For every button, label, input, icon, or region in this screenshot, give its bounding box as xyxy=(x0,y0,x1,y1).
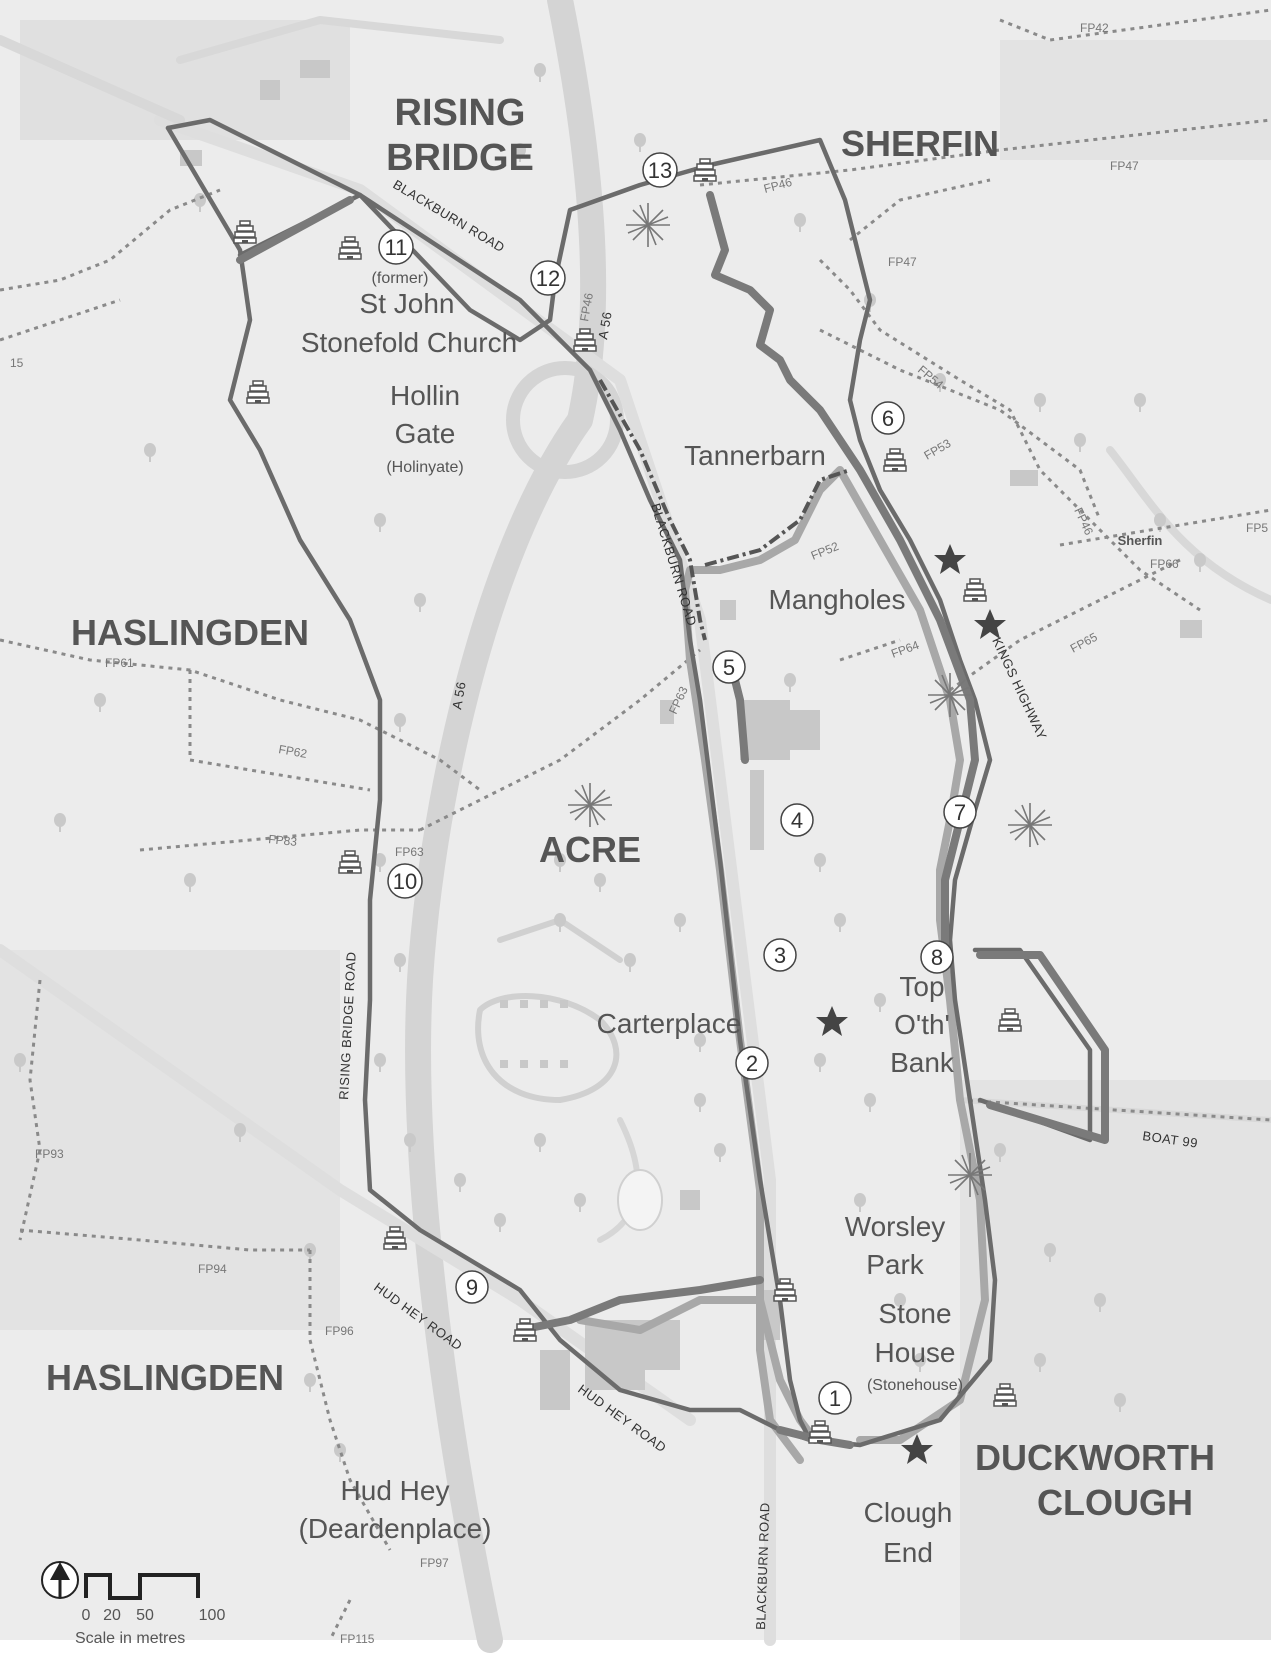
label-fp93: FP93 xyxy=(35,1147,64,1161)
label-holinyate: (Holinyate) xyxy=(386,459,463,476)
checkpoint-8: 8 xyxy=(920,940,954,974)
label-stonehouse: (Stonehouse) xyxy=(867,1377,963,1394)
area-names: RISING BRIDGE SHERFIN HASLINGDEN HASLING… xyxy=(46,92,1215,1523)
svg-text:9: 9 xyxy=(466,1275,478,1300)
checkpoint-9: 9 xyxy=(455,1270,489,1304)
checkpoint-2: 2 xyxy=(735,1046,769,1080)
label-mangholes: Mangholes xyxy=(769,584,906,615)
label-acre: ACRE xyxy=(539,829,641,870)
svg-text:2: 2 xyxy=(746,1051,758,1076)
label-fp61: FP61 xyxy=(105,656,134,670)
label-sherfin: SHERFIN xyxy=(841,123,999,164)
north-arrow-icon xyxy=(41,1561,79,1599)
label-rising: RISING xyxy=(395,92,526,134)
label-sherfin-small: Sherfin xyxy=(1118,533,1163,548)
label-fp42: FP42 xyxy=(1080,21,1109,35)
label-former: (former) xyxy=(372,270,429,287)
checkpoint-12: 12 xyxy=(530,260,566,296)
label-haslingden-low: HASLINGDEN xyxy=(46,1357,284,1398)
label-st-john: St John xyxy=(360,288,455,319)
scale-tick-100: 100 xyxy=(199,1607,226,1624)
label-haslingden-mid: HASLINGDEN xyxy=(71,612,309,653)
label-a56-top: A 56 xyxy=(595,310,615,340)
scale-bar xyxy=(84,1573,200,1600)
label-fp94: FP94 xyxy=(198,1262,227,1276)
scale-legend: 0 20 50 100 Scale in metres xyxy=(41,1561,226,1647)
checkpoint-13: 13 xyxy=(642,152,678,188)
label-stonefold-church: Stonefold Church xyxy=(301,327,517,358)
label-fp47b: FP47 xyxy=(888,255,917,269)
svg-text:11: 11 xyxy=(385,235,408,260)
label-fp83: FP83 xyxy=(268,832,298,849)
label-fp97: FP97 xyxy=(420,1556,449,1570)
scale-tick-50: 50 xyxy=(136,1607,154,1624)
svg-text:5: 5 xyxy=(723,655,735,680)
label-fp5: FP5 xyxy=(1246,521,1268,535)
label-top: Top xyxy=(899,971,944,1002)
label-fp62: FP62 xyxy=(277,742,308,761)
checkpoint-11: 11 xyxy=(378,229,414,265)
checkpoint-1: 1 xyxy=(818,1381,852,1415)
svg-text:6: 6 xyxy=(882,406,894,431)
label-carterplace: Carterplace xyxy=(597,1008,742,1039)
svg-text:7: 7 xyxy=(954,800,966,825)
walk-route-heavy xyxy=(236,191,1109,1449)
svg-text:12: 12 xyxy=(536,266,560,291)
buildings xyxy=(180,60,1202,1410)
label-park: Park xyxy=(866,1249,925,1280)
white-margin xyxy=(0,1640,1271,1653)
checkpoint-4: 4 xyxy=(780,803,814,837)
footpaths xyxy=(0,8,1271,1641)
scale-tick-0: 0 xyxy=(82,1607,91,1624)
label-fp46b: FP46 xyxy=(577,292,596,323)
label-bank: Bank xyxy=(890,1047,955,1078)
svg-text:3: 3 xyxy=(774,943,786,968)
label-clough-end-1: Clough xyxy=(864,1497,953,1528)
checkpoint-6: 6 xyxy=(871,401,905,435)
checkpoint-10: 10 xyxy=(387,863,423,899)
svg-text:8: 8 xyxy=(931,945,943,970)
label-worsley: Worsley xyxy=(845,1211,946,1242)
label-hollin: Hollin xyxy=(390,380,460,411)
label-bridge: BRIDGE xyxy=(386,137,534,179)
label-gate: Gate xyxy=(395,418,456,449)
scale-label: Scale in metres xyxy=(75,1630,185,1647)
svg-text:1: 1 xyxy=(829,1386,841,1411)
label-stone: Stone xyxy=(878,1298,951,1329)
label-duckworth: DUCKWORTH xyxy=(975,1437,1215,1478)
label-blackburn-road-bottom: BLACKBURN ROAD xyxy=(753,1502,772,1630)
label-fp15: 15 xyxy=(10,356,24,370)
checkpoint-7: 7 xyxy=(943,795,977,829)
label-fp63b: FP63 xyxy=(395,845,424,859)
label-clough-end-2: End xyxy=(883,1537,933,1568)
label-fp96: FP96 xyxy=(325,1324,354,1338)
label-tannerbarn: Tannerbarn xyxy=(684,440,826,471)
checkpoint-5: 5 xyxy=(712,650,746,684)
label-fp115: FP115 xyxy=(340,1632,375,1646)
checkpoints: 1 2 3 4 5 6 7 8 9 10 11 12 13 xyxy=(378,152,977,1415)
svg-text:13: 13 xyxy=(648,158,672,183)
svg-text:10: 10 xyxy=(393,869,417,894)
place-names: (former) St John Stonefold Church Hollin… xyxy=(299,270,1163,1568)
label-clough: CLOUGH xyxy=(1037,1482,1193,1523)
label-fp47a: FP47 xyxy=(1110,159,1139,173)
label-deardenplace: (Deardenplace) xyxy=(299,1513,492,1544)
walk-route-dashdot xyxy=(598,379,851,641)
label-a56-mid: A 56 xyxy=(449,680,469,710)
label-house: House xyxy=(875,1337,956,1368)
checkpoint-3: 3 xyxy=(763,938,797,972)
label-fp66: FP66 xyxy=(1150,557,1179,571)
scale-tick-20: 20 xyxy=(103,1607,121,1624)
label-oth: O'th' xyxy=(894,1009,950,1040)
label-hud-hey: Hud Hey xyxy=(341,1475,450,1506)
svg-text:4: 4 xyxy=(791,808,803,833)
